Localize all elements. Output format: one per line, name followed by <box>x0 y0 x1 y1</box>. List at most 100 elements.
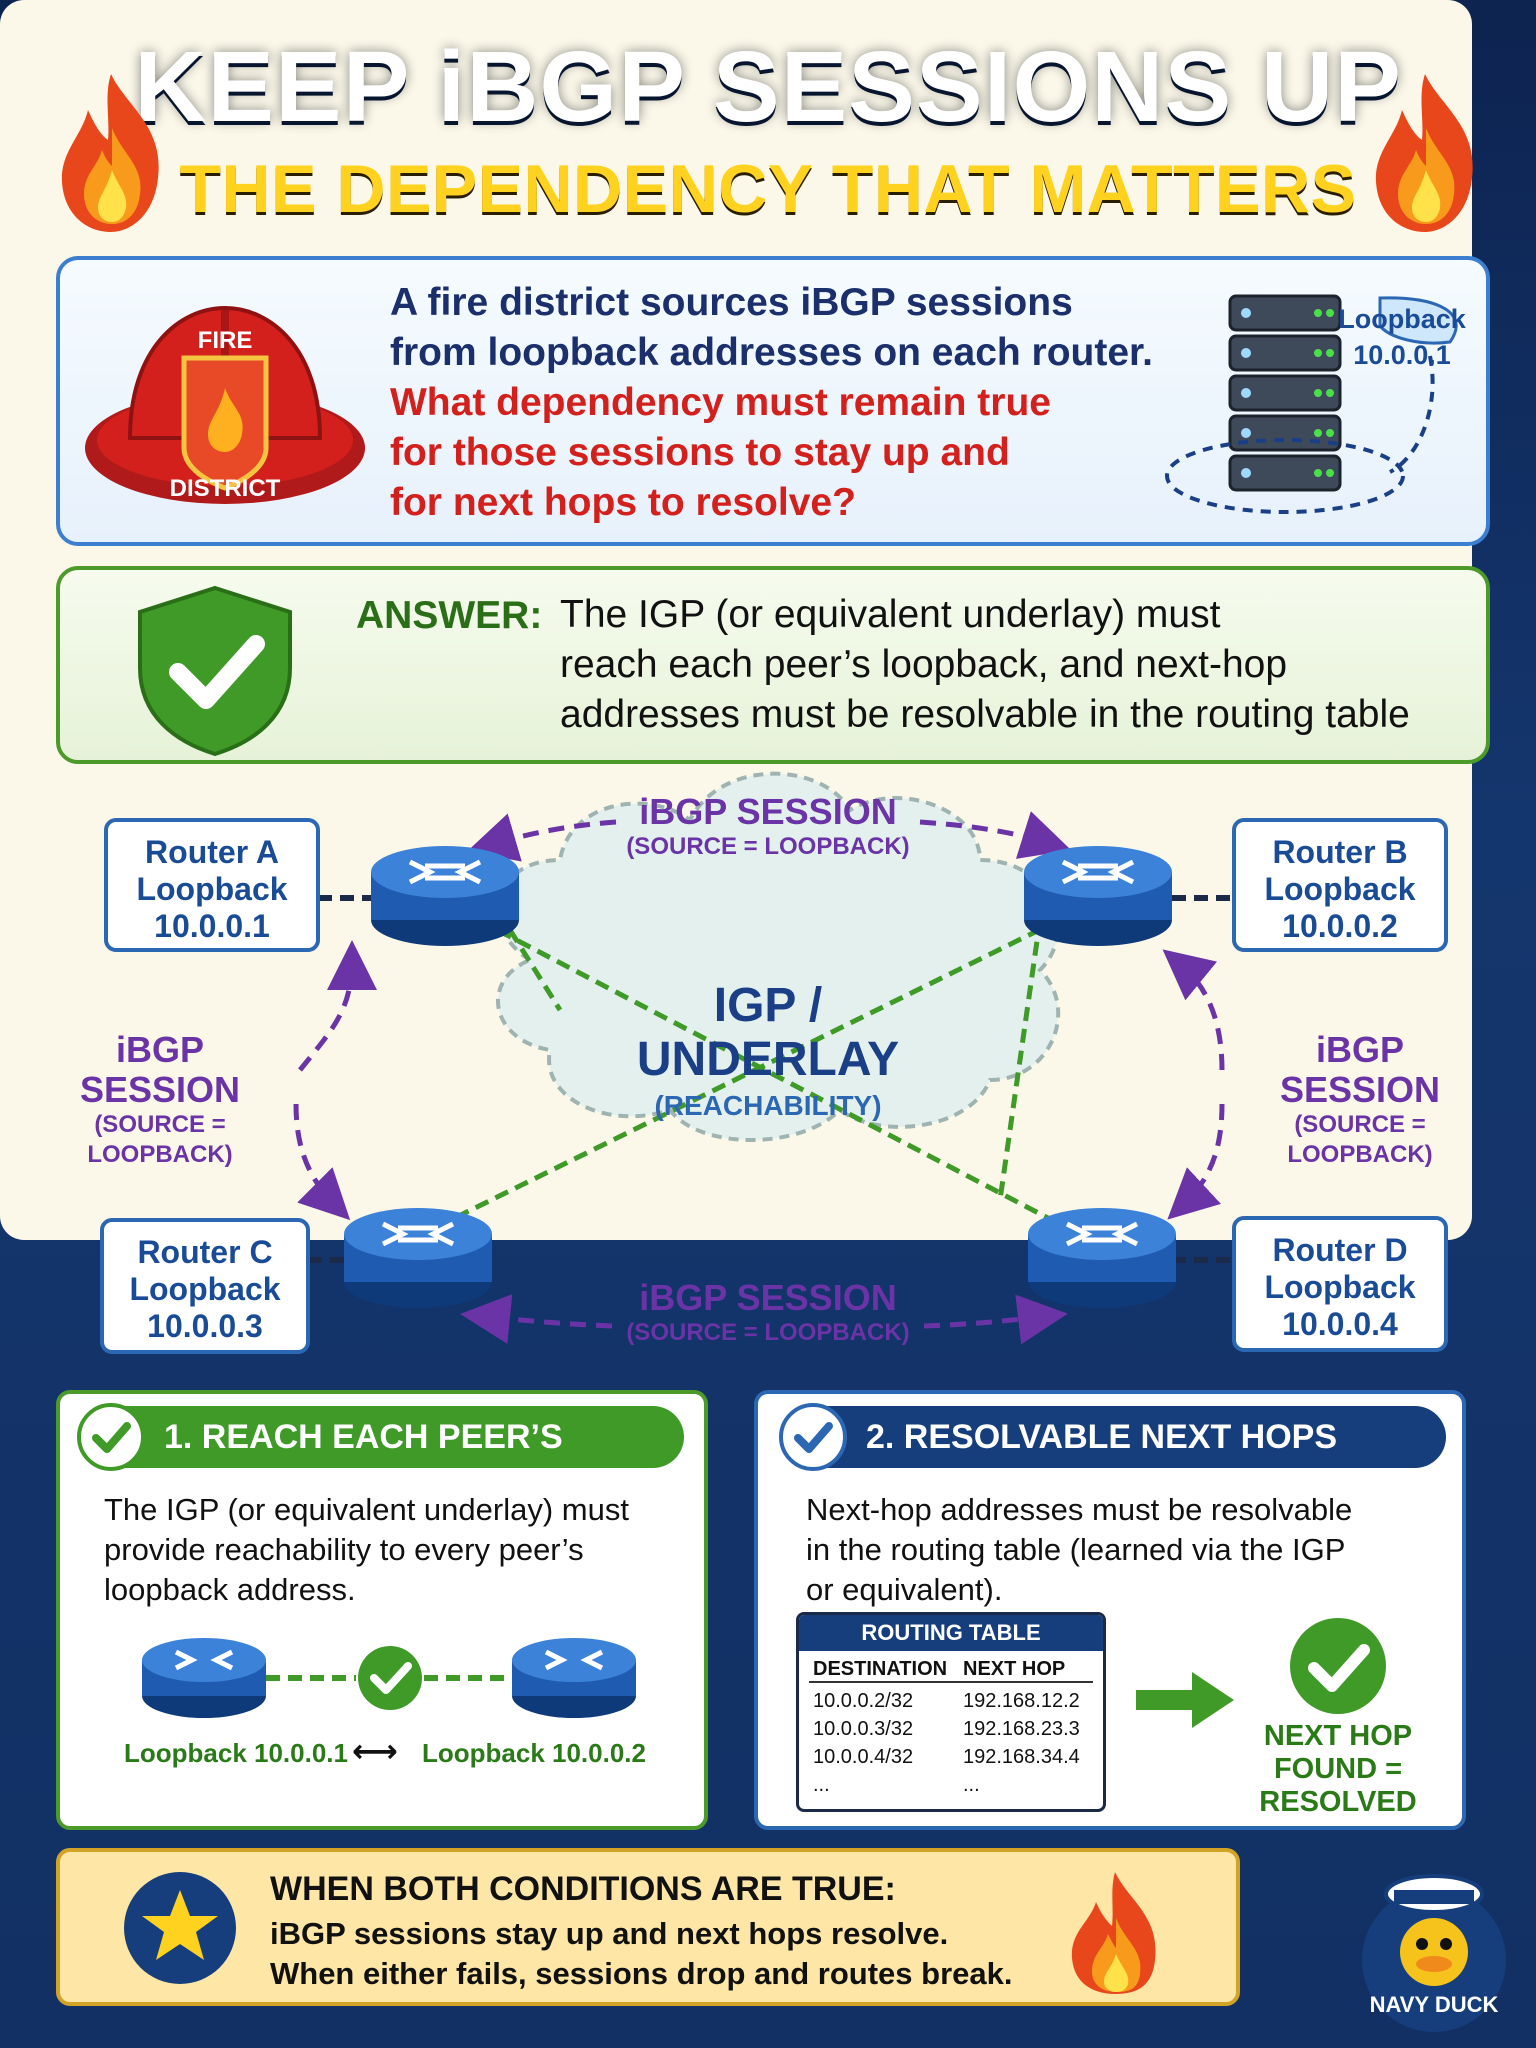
router-a-name: Router A <box>145 834 279 870</box>
router-b-box: Router B Loopback 10.0.0.2 <box>1232 818 1448 952</box>
next-hop-result-line-2: FOUND = <box>1273 1753 1403 1785</box>
condition-2-line-1: Next-hop addresses must be resolvable <box>806 1492 1353 1527</box>
condition-2-title: 2. RESOLVABLE NEXT HOPS <box>782 1406 1446 1468</box>
footer-banner: WHEN BOTH CONDITIONS ARE TRUE: iBGP sess… <box>56 1848 1240 2006</box>
answer-line-3: addresses must be resolvable in the rout… <box>560 693 1410 736</box>
session-arrow-left-down <box>293 1103 351 1221</box>
session-left-sub1: (SOURCE = <box>94 1111 226 1138</box>
fire-helmet-icon: FIRE DISTRICT <box>85 305 365 504</box>
helmet-top-text: FIRE <box>198 327 253 354</box>
loopback-ip: 10.0.0.1 <box>1353 340 1451 370</box>
router-c-box: Router C Loopback 10.0.0.3 <box>100 1218 310 1354</box>
igp-link-a-cloud <box>507 928 563 1012</box>
star-icon <box>124 1872 236 1984</box>
cloud-line-3: (REACHABILITY) <box>654 1090 882 1121</box>
table-cell: 192.168.34.4 <box>963 1746 1080 1768</box>
flame-icon-footer <box>1071 1872 1156 1994</box>
flame-icon-left <box>61 74 159 232</box>
answer-panel: ANSWER: The IGP (or equivalent underlay)… <box>56 566 1490 764</box>
routing-table-title: ROUTING TABLE <box>799 1615 1103 1651</box>
loopback-tag: Loopback <box>1338 304 1466 334</box>
question-line-1: A fire district sources iBGP sessions <box>390 281 1073 324</box>
table-cell: 10.0.0.3/32 <box>813 1718 914 1740</box>
router-a-box: Router A Loopback 10.0.0.1 <box>104 818 320 952</box>
router-b-name: Router B <box>1272 834 1408 870</box>
router-a-icon <box>371 846 519 946</box>
reachability-illustration <box>142 1638 636 1718</box>
next-hop-result: NEXT HOP FOUND = RESOLVED <box>1240 1720 1436 1819</box>
table-cell: ... <box>813 1774 830 1796</box>
table-cell: ... <box>963 1774 980 1796</box>
routing-table-header-destination: DESTINATION <box>813 1658 948 1680</box>
table-row: 10.0.0.3/32 192.168.23.3 <box>799 1715 1103 1743</box>
arrow-right-icon <box>1136 1672 1234 1728</box>
mascot-label: NAVY DUCK <box>1369 1992 1499 2017</box>
router-d-ip: 10.0.0.4 <box>1282 1306 1398 1342</box>
condition-1-line-3: loopback address. <box>104 1572 356 1607</box>
session-label-bottom: iBGP SESSION (SOURCE = LOOPBACK) <box>598 1278 938 1348</box>
session-label-top: iBGP SESSION (SOURCE = LOOPBACK) <box>598 792 938 862</box>
question-line-3: What dependency must remain true <box>390 381 1051 424</box>
condition-2-line-3: or equivalent). <box>806 1572 1003 1607</box>
server-rack-icon <box>1165 294 1458 514</box>
router-a-ip: 10.0.0.1 <box>154 908 270 944</box>
session-arrow-bottom-left <box>460 1294 613 1344</box>
igp-link-b-cloud <box>997 919 1043 1201</box>
router-d-loopback: Loopback <box>1264 1269 1416 1305</box>
session-right-sub1: (SOURCE = <box>1294 1111 1426 1138</box>
table-row: 10.0.0.2/32 192.168.12.2 <box>799 1687 1103 1715</box>
session-arrow-bottom-right <box>923 1294 1068 1345</box>
router-d-icon <box>1028 1208 1176 1308</box>
router-b-icon <box>1024 846 1172 946</box>
header: KEEP iBGP SESSIONS UP THE DEPENDENCY THA… <box>0 0 1536 250</box>
navy-duck-mascot <box>1362 1874 1506 2032</box>
session-label-left: iBGP SESSION (SOURCE = LOOPBACK) <box>80 1030 240 1170</box>
session-label-right: iBGP SESSION (SOURCE = LOOPBACK) <box>1280 1030 1440 1170</box>
session-top-sub: (SOURCE = LOOPBACK) <box>626 833 910 860</box>
session-arrow-left-up <box>298 940 377 1072</box>
condition-1-line-2: provide reachability to every peer’s <box>104 1532 584 1567</box>
router-d-box: Router D Loopback 10.0.0.4 <box>1232 1216 1448 1352</box>
page-subtitle: THE DEPENDENCY THAT MATTERS <box>179 151 1357 227</box>
question-line-2: from loopback addresses on each router. <box>390 331 1153 374</box>
condition-1-line-1: The IGP (or equivalent underlay) must <box>104 1492 629 1527</box>
session-arrow-right-up <box>1162 949 1225 1071</box>
session-right-title2: SESSION <box>1280 1069 1441 1110</box>
router-c-icon <box>344 1208 492 1308</box>
condition-1-left-label: Loopback 10.0.0.1 <box>124 1738 348 1768</box>
shield-check-icon <box>138 585 292 757</box>
footer-title: WHEN BOTH CONDITIONS ARE TRUE: <box>270 1870 896 1908</box>
table-cell: 10.0.0.2/32 <box>813 1690 914 1712</box>
cloud-line-1: IGP / <box>713 979 823 1032</box>
underlay-cloud <box>495 771 1061 1142</box>
session-bottom-sub: (SOURCE = LOOPBACK) <box>626 1319 910 1346</box>
helmet-bottom-text: DISTRICT <box>170 475 281 502</box>
check-circle-icon <box>77 1403 145 1471</box>
condition-1-arrow: ⟷ <box>352 1733 398 1769</box>
router-c-ip: 10.0.0.3 <box>147 1308 263 1344</box>
igp-link-a-d <box>438 897 1092 1243</box>
condition-1-panel: 1. REACH EACH PEER’S LOOPBACK The IGP (o… <box>56 1390 708 1830</box>
next-hop-result-line-1: NEXT HOP <box>1263 1720 1413 1752</box>
session-top-title: iBGP SESSION <box>639 791 897 832</box>
table-row: 10.0.0.4/32 192.168.34.4 <box>799 1743 1103 1771</box>
check-circle-green-icon <box>1290 1618 1386 1714</box>
table-row: ... ... <box>799 1771 1103 1799</box>
router-b-ip: 10.0.0.2 <box>1282 908 1398 944</box>
routing-table: ROUTING TABLE DESTINATION NEXT HOP 10.0.… <box>796 1612 1106 1812</box>
routing-table-header-next-hop: NEXT HOP <box>963 1658 1066 1680</box>
session-left-title1: iBGP <box>115 1029 204 1070</box>
table-cell: 192.168.12.2 <box>963 1690 1080 1712</box>
question-line-4: for those sessions to stay up and <box>390 431 1010 474</box>
router-c-name: Router C <box>137 1234 273 1270</box>
router-a-loopback: Loopback <box>136 871 288 907</box>
answer-label: ANSWER: <box>356 594 543 637</box>
cloud-label: IGP / UNDERLAY (REACHABILITY) <box>568 980 968 1124</box>
condition-2-line-2: in the routing table (learned via the IG… <box>806 1532 1346 1567</box>
condition-1-right-label: Loopback 10.0.0.2 <box>422 1738 646 1768</box>
session-right-sub2: LOOPBACK) <box>1287 1141 1433 1168</box>
footer-line-1: iBGP sessions stay up and next hops reso… <box>270 1916 949 1951</box>
igp-link-b-c <box>408 897 1102 1243</box>
routing-table-header: DESTINATION NEXT HOP <box>809 1655 1093 1683</box>
